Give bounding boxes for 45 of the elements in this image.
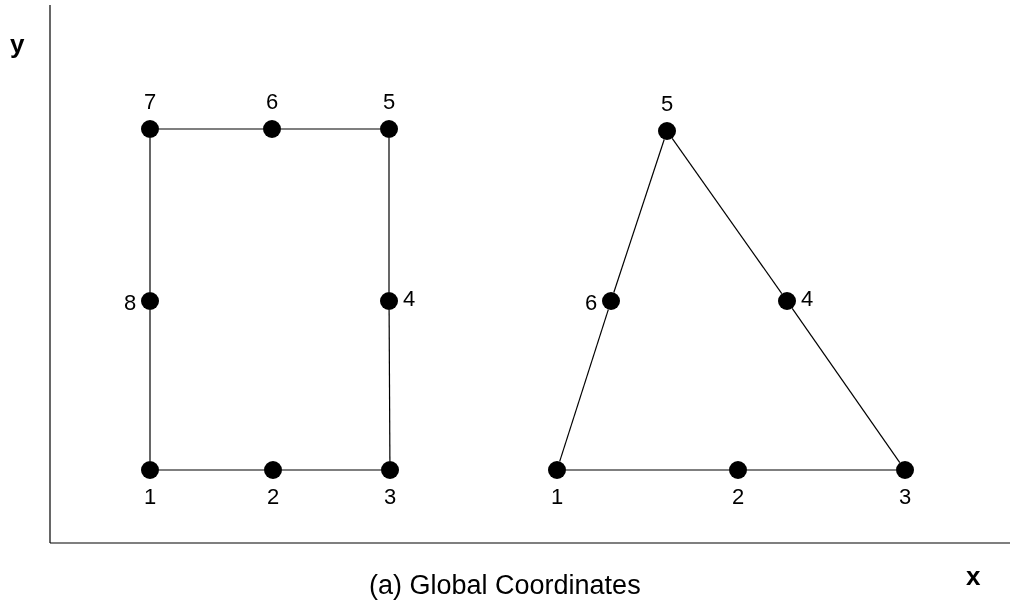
- node-number: 5: [383, 90, 396, 114]
- element-edge: [791, 307, 901, 464]
- element-edge: [149, 137, 151, 293]
- element-edge: [746, 469, 897, 471]
- node-dot: [141, 120, 159, 138]
- node-number: 3: [384, 485, 397, 509]
- axis-label: y: [10, 30, 25, 58]
- node-number: 3: [899, 485, 912, 509]
- element-edge: [613, 138, 665, 294]
- node-dot: [658, 122, 676, 140]
- node-dot: [381, 461, 399, 479]
- element-edge: [565, 469, 730, 471]
- element-edge: [281, 469, 382, 471]
- node-number: 2: [267, 485, 280, 509]
- node-dot: [896, 461, 914, 479]
- node-dot: [264, 461, 282, 479]
- node-number: 8: [124, 291, 137, 315]
- element-edge: [388, 137, 390, 293]
- node-dot: [141, 461, 159, 479]
- caption: (a) Global Coordinates: [369, 570, 641, 600]
- node-number: 1: [144, 485, 157, 509]
- axis-label: x: [966, 562, 981, 590]
- node-dot: [263, 120, 281, 138]
- node-number: 6: [585, 291, 598, 315]
- node-number: 6: [266, 90, 279, 114]
- node-number: 5: [661, 92, 674, 116]
- element-edge: [388, 309, 391, 462]
- element-edge: [158, 128, 264, 130]
- node-dot: [729, 461, 747, 479]
- node-number: 1: [551, 485, 564, 509]
- element-edge: [671, 137, 783, 295]
- node-number: 4: [801, 287, 814, 311]
- node-dot: [380, 120, 398, 138]
- element-edge: [559, 309, 609, 462]
- node-dot: [380, 292, 398, 310]
- element-edge: [280, 128, 381, 130]
- node-number: 7: [144, 90, 157, 114]
- node-number: 2: [732, 485, 745, 509]
- node-dot: [778, 292, 796, 310]
- node-dot: [548, 461, 566, 479]
- node-dot: [602, 292, 620, 310]
- node-number: 4: [403, 287, 416, 311]
- node-dot: [141, 292, 159, 310]
- element-edge: [149, 309, 151, 462]
- element-edge: [158, 469, 265, 471]
